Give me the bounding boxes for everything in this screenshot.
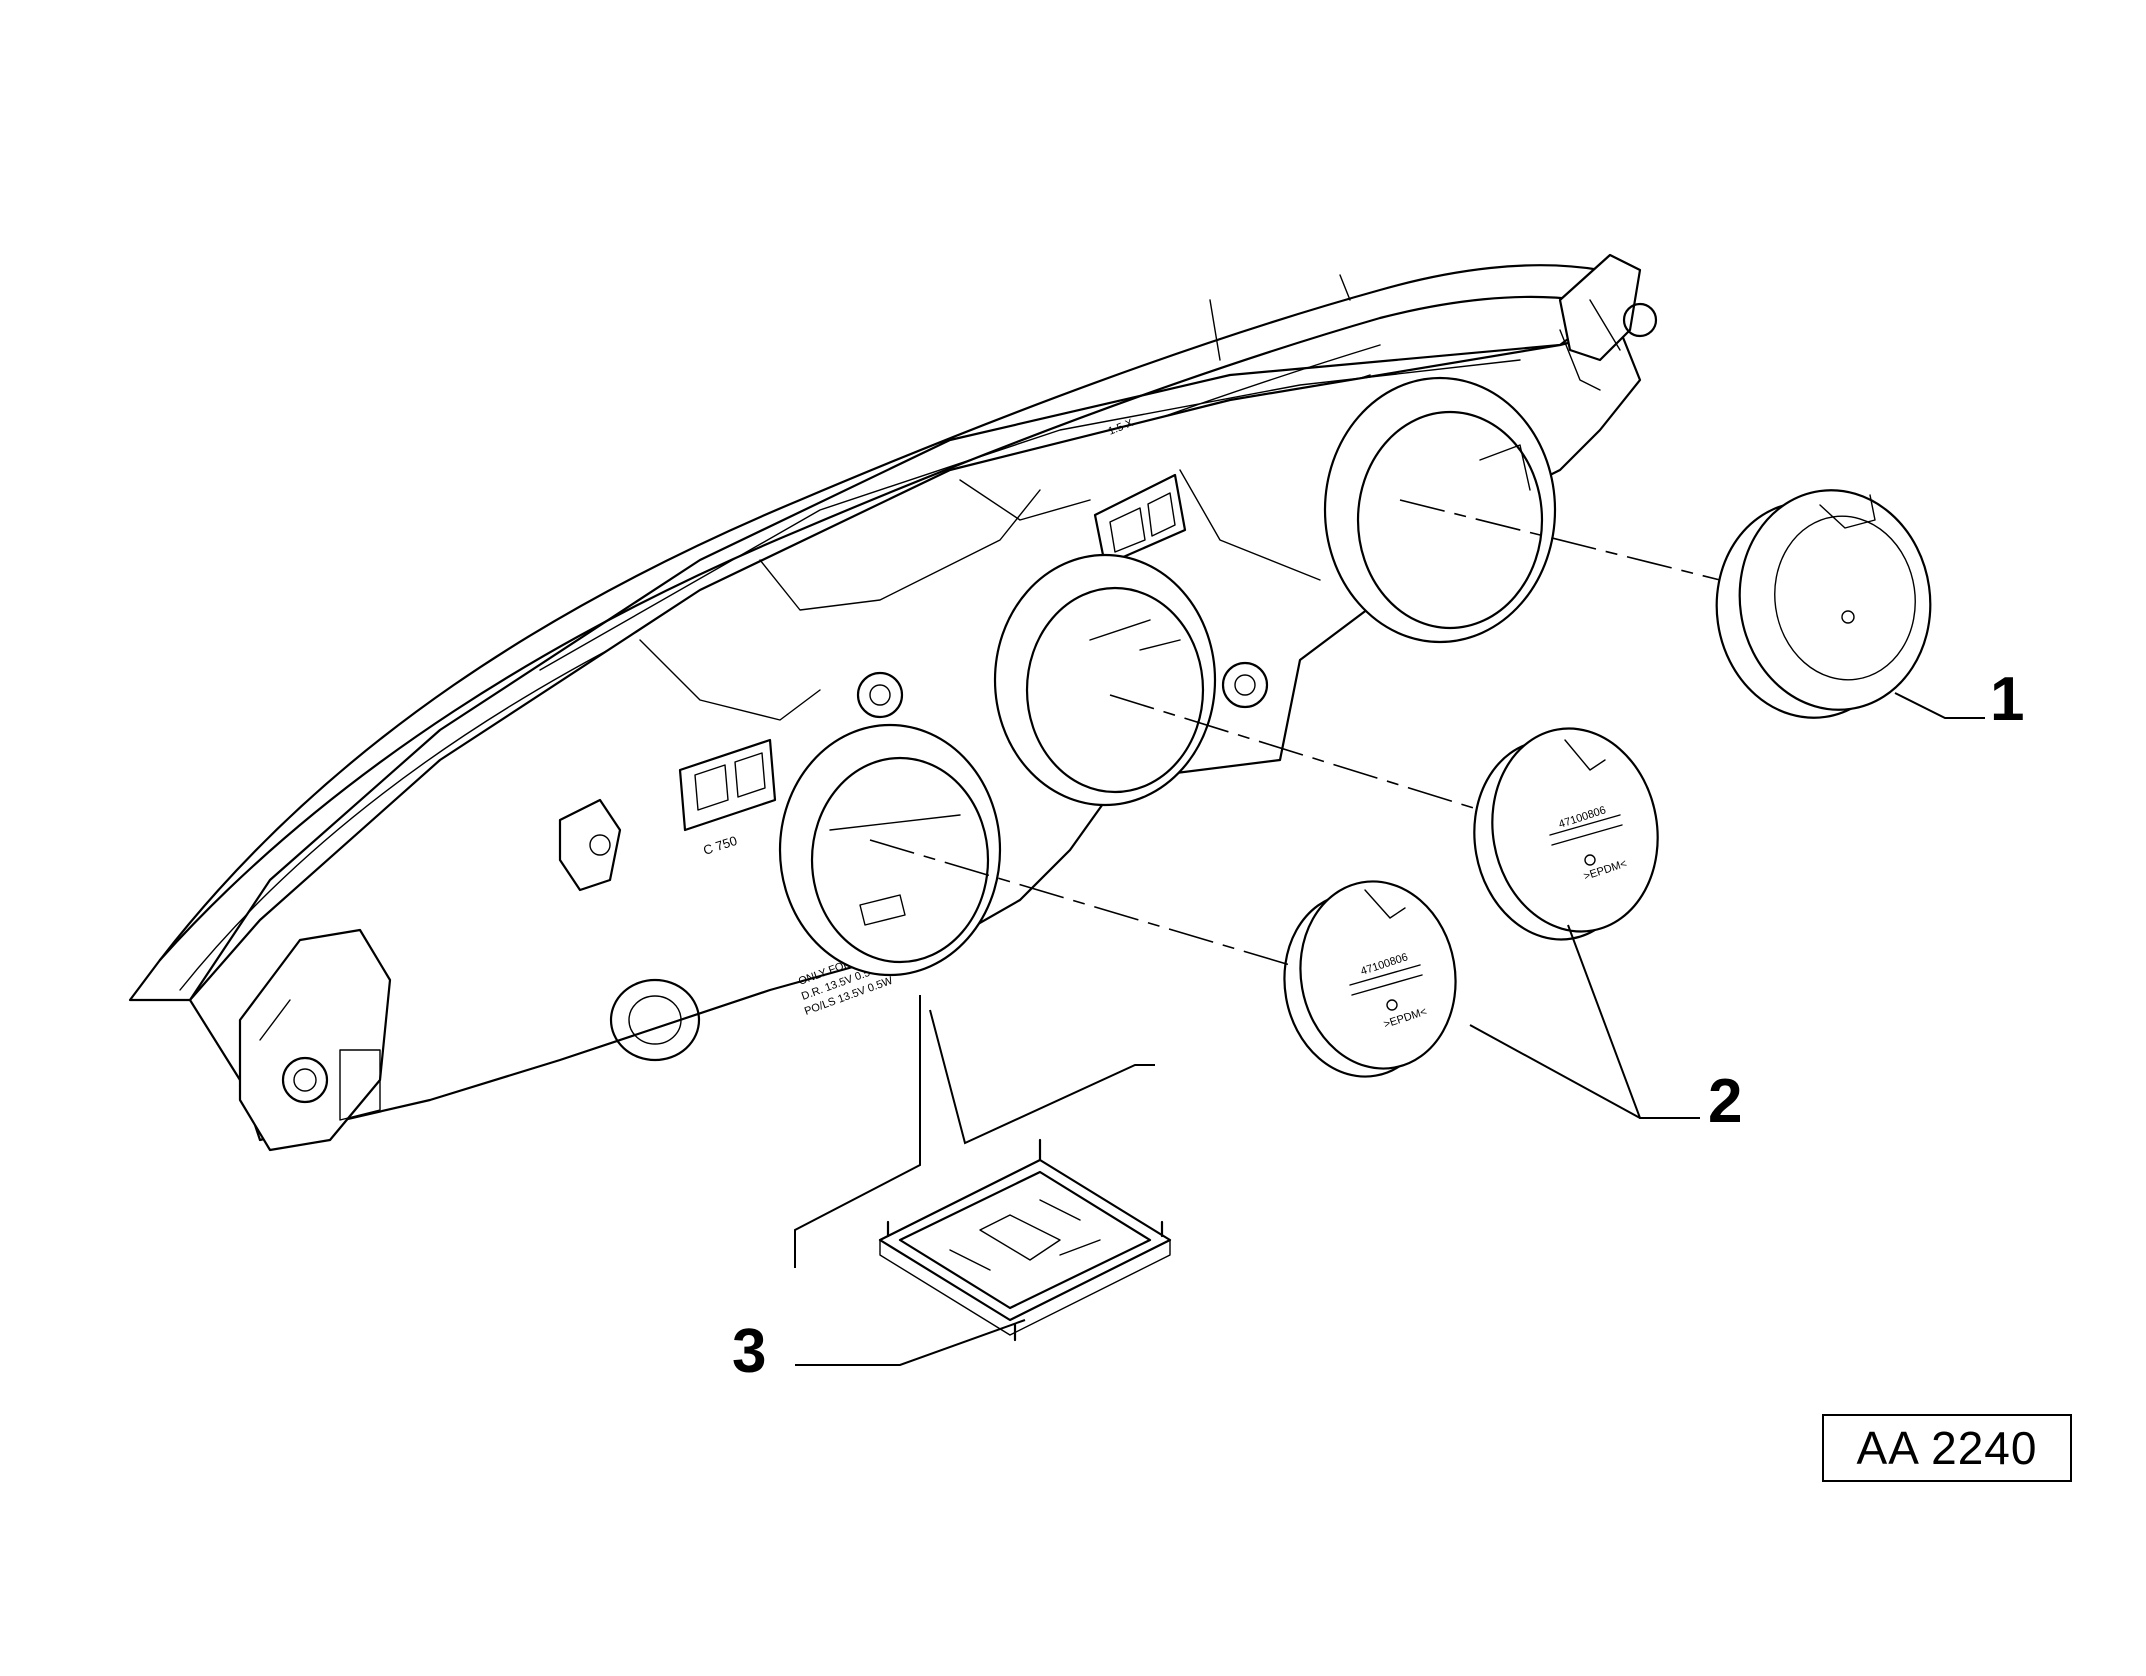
label-window-middle bbox=[1093, 473, 1187, 567]
bulb-port-left bbox=[778, 723, 1002, 977]
leader-line-2b bbox=[1469, 1024, 1641, 1119]
label-window-left bbox=[678, 738, 777, 832]
adjuster-right bbox=[1221, 661, 1269, 709]
reference-code-box: AA 2240 bbox=[1822, 1414, 2072, 1482]
leader-line-3a bbox=[794, 995, 921, 1268]
bulb-port-middle bbox=[993, 553, 1217, 807]
cover-cap-2-lower: 47100806 >EPDM< bbox=[1283, 880, 1457, 1078]
assembly-line-cap-2-upper bbox=[1109, 694, 1481, 811]
control-unit-3 bbox=[878, 1138, 1172, 1342]
leader-line-1 bbox=[1894, 692, 1985, 719]
leader-line-3b bbox=[929, 1009, 1155, 1145]
leader-line-3c bbox=[795, 1319, 1026, 1366]
cover-cap-1 bbox=[1715, 489, 1932, 719]
cover-cap-2-upper: 47100806 >EPDM< bbox=[1473, 727, 1659, 941]
reference-code: AA 2240 bbox=[1856, 1422, 2038, 1474]
adjuster-left bbox=[856, 671, 904, 719]
assembly-line-cap-2-lower bbox=[869, 839, 1291, 966]
callout-3: 3 bbox=[732, 1317, 766, 1386]
callout-1: 1 bbox=[1990, 665, 2024, 734]
callout-2: 2 bbox=[1708, 1067, 1742, 1136]
assembly-line-cap-1 bbox=[1399, 499, 1721, 581]
